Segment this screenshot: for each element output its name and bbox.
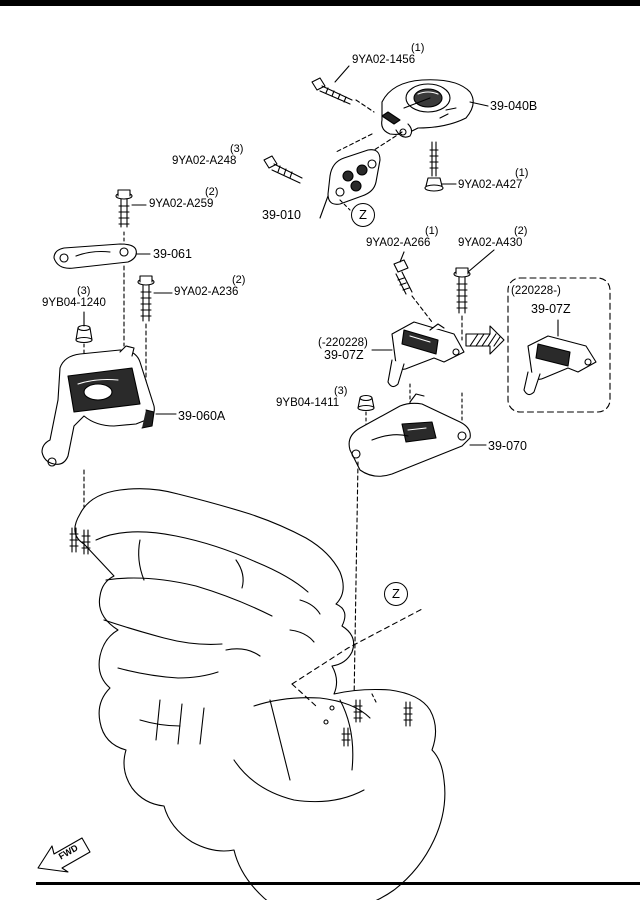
bolt-9ya02-a427[interactable] (424, 141, 444, 192)
mount-39-040b[interactable] (381, 79, 474, 138)
qty-a430: (2) (514, 225, 528, 237)
leader-1456 (334, 65, 350, 83)
label-9ya02-1456[interactable]: 9YA02-1456 (352, 54, 416, 66)
label-39-07z-post[interactable]: 39-07Z (531, 302, 571, 316)
bolt-9ya02-a259[interactable] (115, 189, 133, 228)
bolt-9ya02-a266[interactable] (393, 259, 413, 295)
bracket-39-07z-post[interactable] (523, 335, 597, 396)
top-border (0, 0, 640, 6)
qty-a236: (2) (232, 274, 246, 286)
bracket-39-07z-pre[interactable] (387, 321, 465, 388)
label-39-061[interactable]: 39-061 (153, 247, 192, 261)
bolt-9ya02-1456[interactable] (311, 77, 353, 105)
label-39-040b[interactable]: 39-040B (490, 99, 538, 113)
nut-9yb04-1240[interactable] (75, 324, 93, 344)
engine-outline (74, 488, 446, 900)
label-9ya02-a248[interactable]: 9YA02-A248 (172, 155, 237, 167)
leader-266 (399, 251, 405, 263)
label-9ya02-a430[interactable]: 9YA02-A430 (458, 237, 523, 249)
label-date-pre: (-220228) (318, 337, 368, 349)
engine-studs-left (69, 527, 91, 555)
leader-430 (467, 249, 495, 273)
label-39-070[interactable]: 39-070 (488, 439, 527, 453)
label-9yb04-1240[interactable]: 9YB04-1240 (42, 297, 106, 309)
label-39-07z-pre[interactable]: 39-07Z (324, 348, 364, 362)
callout-z-upper: Z (351, 203, 375, 227)
bracket-39-070[interactable] (348, 393, 471, 477)
qty-a248: (3) (230, 143, 244, 155)
label-9ya02-a266[interactable]: 9YA02-A266 (366, 237, 431, 249)
bolt-9ya02-a248[interactable] (263, 155, 303, 184)
qty-a266: (1) (425, 225, 439, 237)
label-9ya02-a236[interactable]: 9YA02-A236 (174, 286, 239, 298)
plate-39-061[interactable] (53, 243, 137, 269)
bottom-border (36, 882, 640, 885)
nut-9yb04-1411[interactable] (357, 394, 375, 412)
bolt-9ya02-a236[interactable] (137, 275, 155, 322)
qty-1411: (3) (334, 385, 348, 397)
label-39-010[interactable]: 39-010 (262, 208, 301, 222)
qty-a259: (2) (205, 186, 219, 198)
qty-1456: (1) (411, 42, 425, 54)
bolt-9ya02-a430[interactable] (453, 267, 471, 314)
qty-a427: (1) (515, 167, 529, 179)
bracket-39-060a[interactable] (41, 345, 155, 467)
label-date-post: (220228-) (511, 285, 561, 297)
label-39-060a[interactable]: 39-060A (178, 409, 226, 423)
bracket-39-010[interactable] (327, 149, 381, 205)
supersede-arrow (465, 325, 505, 355)
new-part-box (507, 277, 611, 413)
callout-z-lower: Z (384, 582, 408, 606)
engine-studs-right (341, 699, 413, 747)
label-9ya02-a427[interactable]: 9YA02-A427 (458, 179, 523, 191)
leader-010 (319, 195, 329, 219)
qty-1240: (3) (77, 285, 91, 297)
fwd-arrow-icon (37, 837, 91, 873)
label-9ya02-a259[interactable]: 9YA02-A259 (149, 198, 214, 210)
leader-040b (469, 101, 489, 107)
label-9yb04-1411[interactable]: 9YB04-1411 (276, 397, 340, 409)
